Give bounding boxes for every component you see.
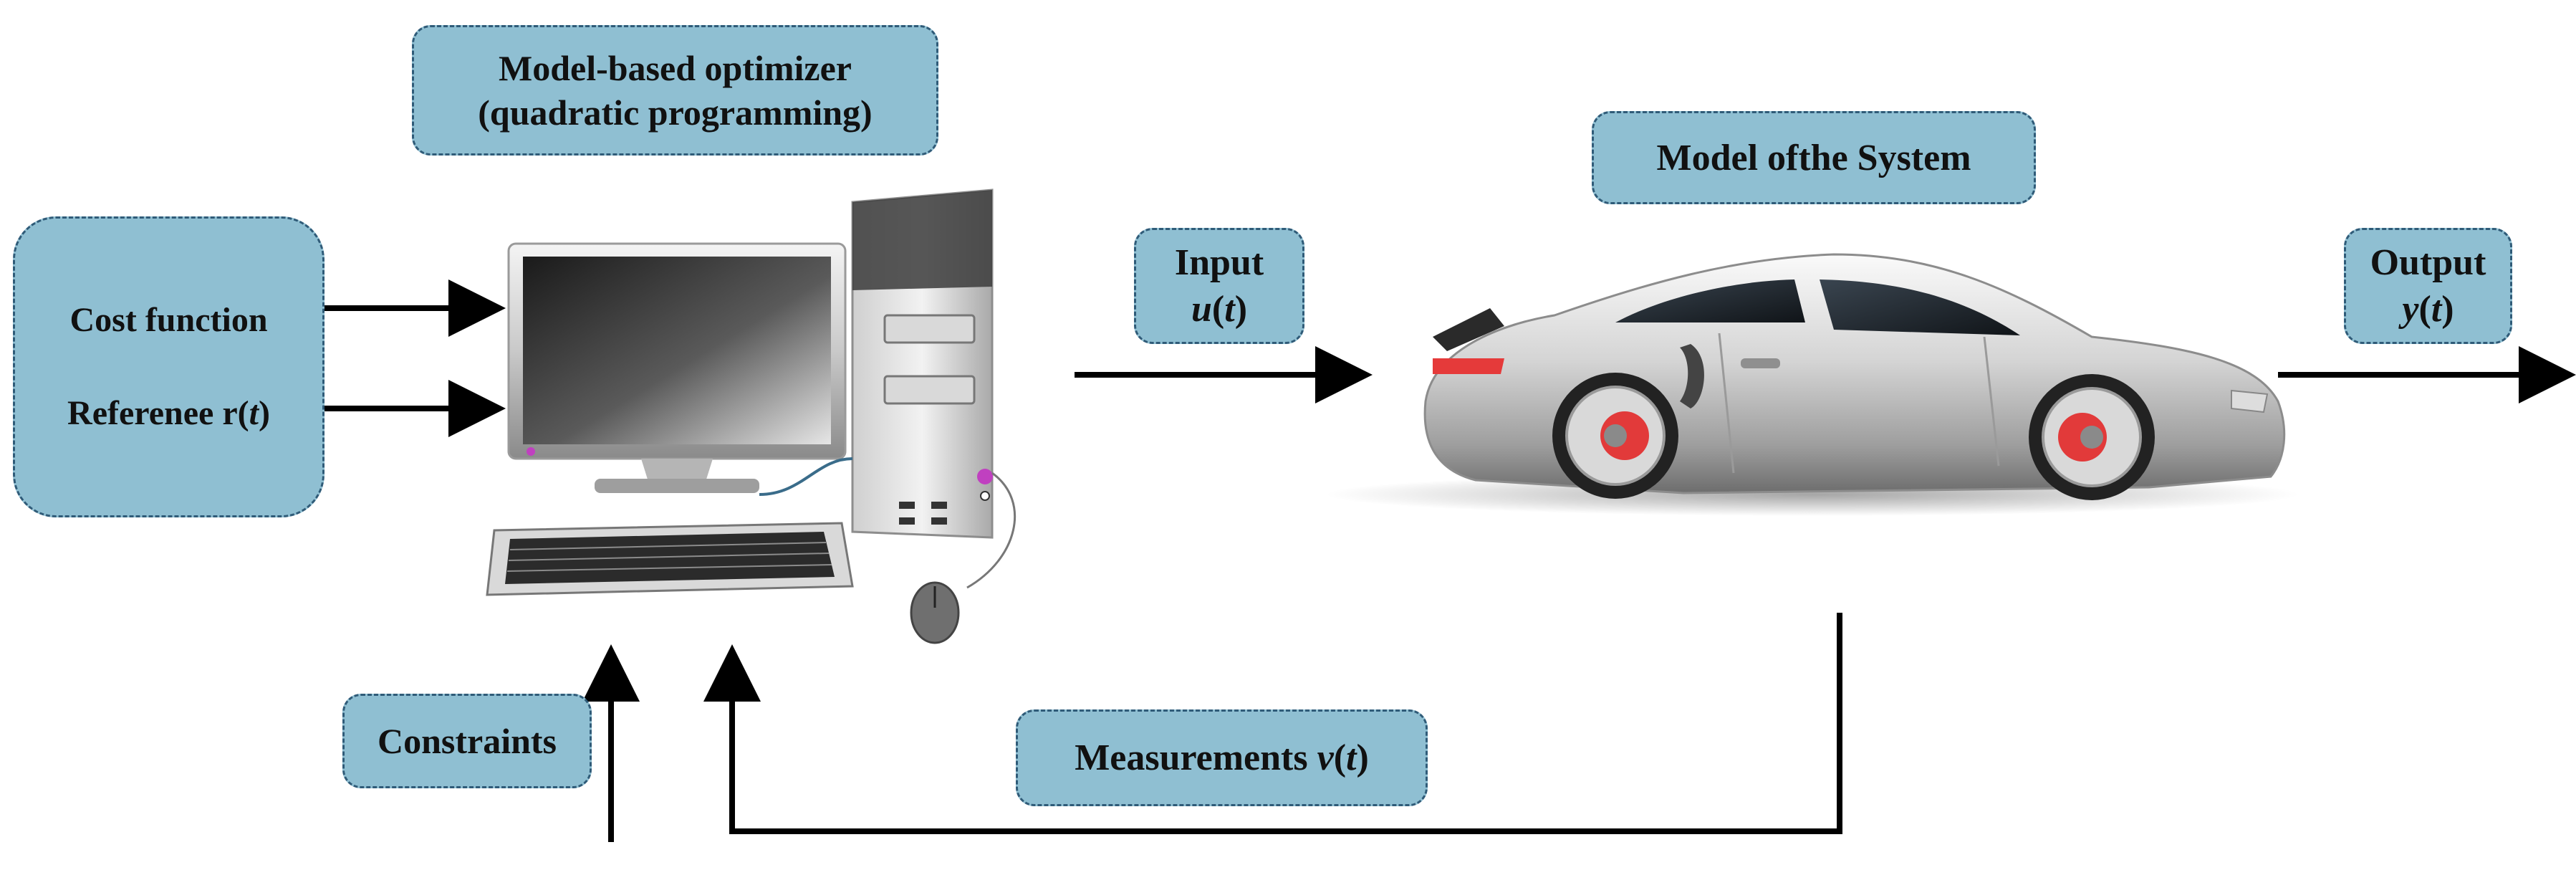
sports-car-icon — [1325, 253, 2299, 516]
optimizer-box: Model-based optimizer (quadratic program… — [412, 25, 938, 156]
measurements-label: Measurements v(t) — [1075, 737, 1369, 778]
cost-function-label: Cost function — [69, 301, 268, 339]
input-symbol: u(t) — [1191, 289, 1248, 330]
input-arg: t — [1224, 289, 1235, 330]
desktop-computer-icon — [486, 188, 1017, 644]
output-title: Output — [2370, 242, 2486, 283]
optimizer-line-2: (quadratic programming) — [478, 92, 873, 133]
constraints-box: Constraints — [342, 694, 592, 788]
input-var: u — [1191, 289, 1212, 330]
output-arg: t — [2431, 289, 2442, 330]
reference-label: Referenee r(t) — [67, 394, 270, 432]
reference-text: Referenee r — [67, 394, 238, 432]
measurements-var: v — [1317, 737, 1334, 778]
inputs-box: Cost function Referenee r(t) — [13, 216, 325, 517]
optimizer-line-1: Model-based optimizer — [499, 47, 852, 88]
reference-arg: t — [249, 394, 259, 432]
measurements-arg: t — [1346, 737, 1357, 778]
rear-wheel — [1552, 373, 1678, 499]
output-box: Output y(t) — [2344, 228, 2512, 344]
feedback-path — [703, 613, 1842, 834]
model-box: Model ofthe System — [1592, 111, 2036, 204]
constraints-label: Constraints — [377, 720, 557, 761]
model-label: Model ofthe System — [1656, 137, 1971, 178]
front-wheel — [2029, 374, 2155, 500]
input-box: Input u(t) — [1134, 228, 1304, 344]
input-title: Input — [1174, 242, 1264, 283]
measurements-box: Measurements v(t) — [1016, 709, 1428, 806]
measurements-text: Measurements — [1075, 737, 1317, 778]
output-var: y — [2402, 289, 2419, 330]
output-symbol: y(t) — [2402, 289, 2454, 330]
